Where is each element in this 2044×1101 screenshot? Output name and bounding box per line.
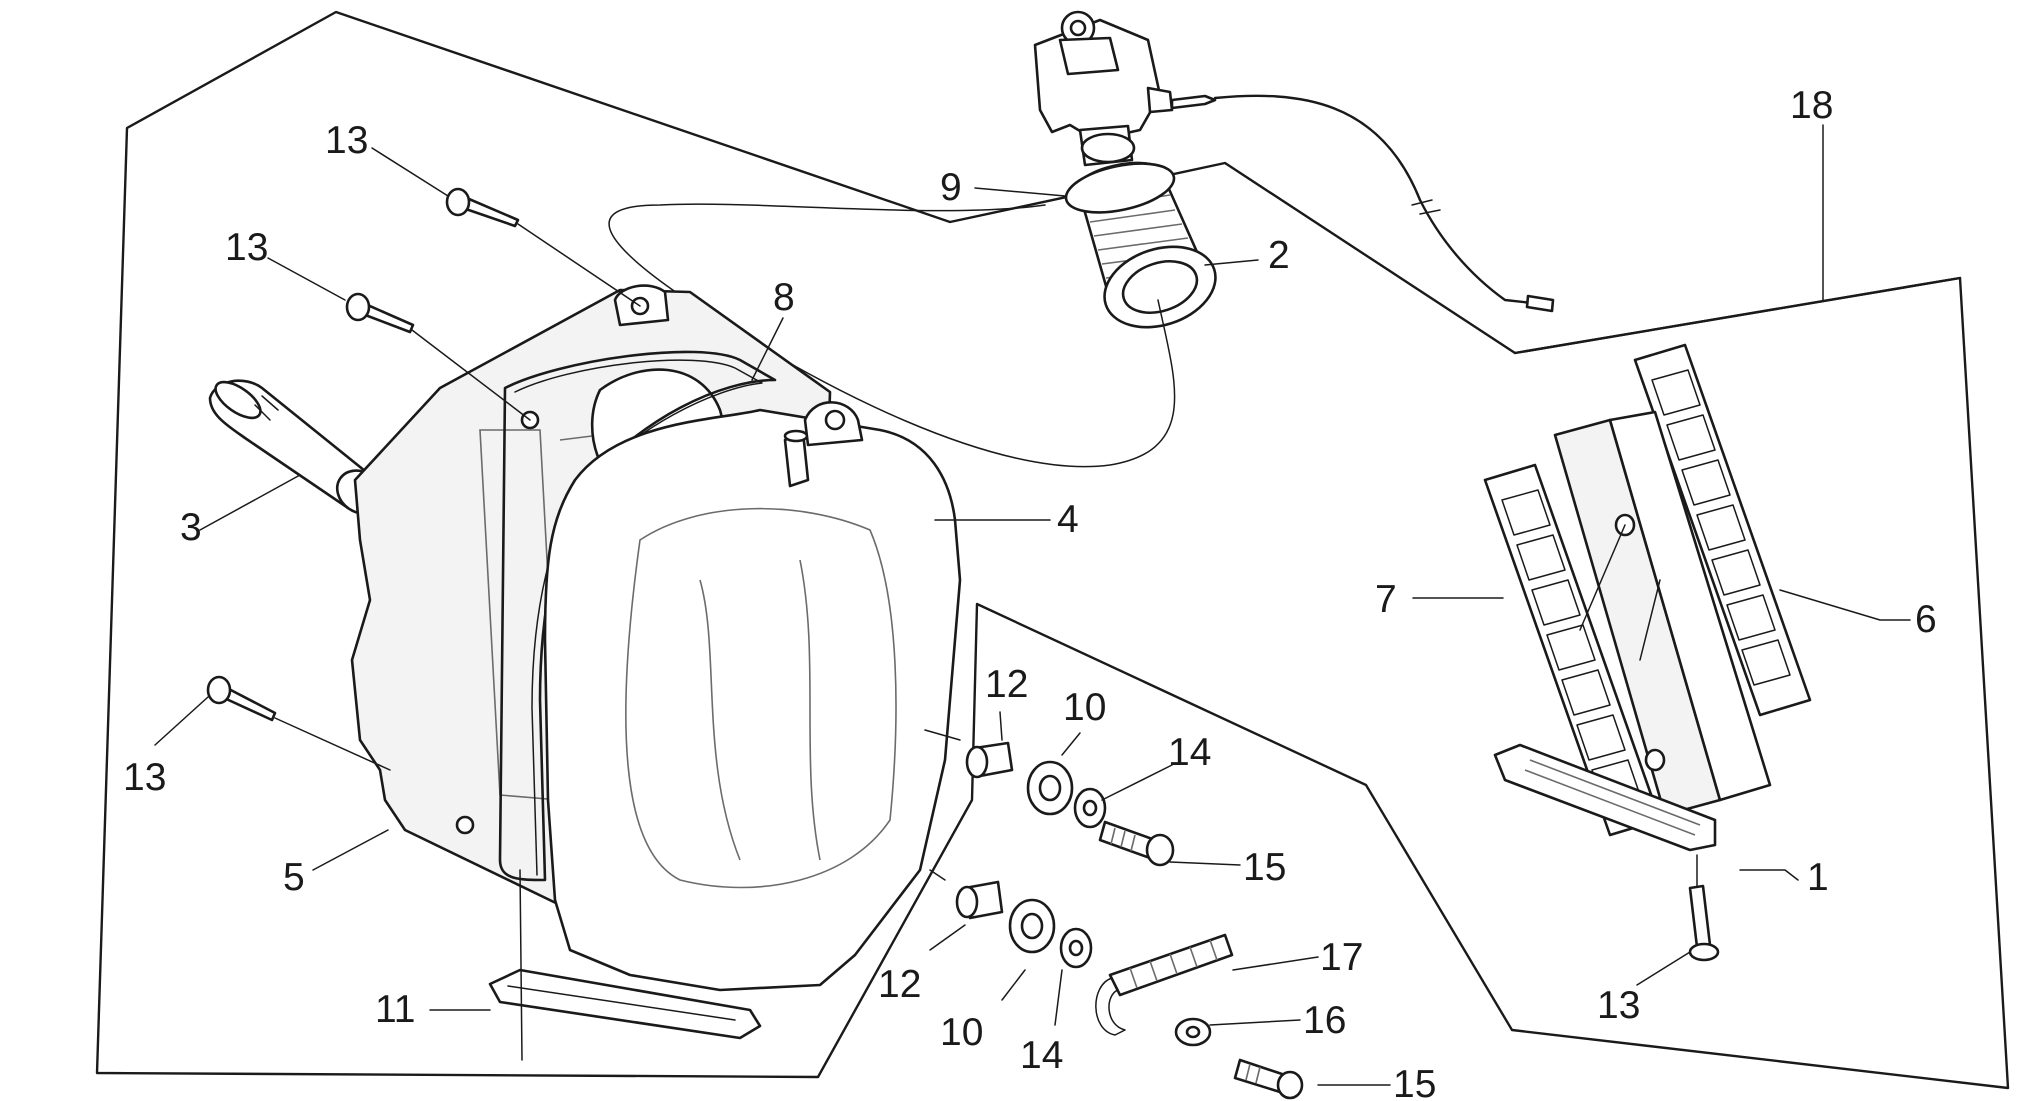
- part-6-filter-grid-rear: [1633, 343, 1812, 717]
- main-assembly-outline: [95, 10, 2010, 1090]
- part-17-spring-bracket: [1095, 933, 1234, 1036]
- callout-2: 2: [1268, 234, 1290, 277]
- callout-14-lower: 14: [1020, 1034, 1063, 1077]
- callout-8: 8: [773, 276, 795, 319]
- screw-13-filter: [1688, 884, 1720, 962]
- callout-3: 3: [180, 506, 202, 549]
- part-11-drain-plate: [488, 968, 762, 1040]
- callout-4: 4: [1057, 498, 1079, 541]
- part-12-bushing-upper: [965, 741, 1014, 779]
- callout-18: 18: [1790, 84, 1833, 127]
- callout-1: 1: [1807, 856, 1829, 899]
- part-4-airbox-cover: [543, 401, 962, 992]
- callout-6: 6: [1915, 598, 1937, 641]
- callout-7: 7: [1375, 578, 1397, 621]
- screw-13-lower: [206, 675, 277, 722]
- part-10-grommet-upper: [1026, 760, 1074, 816]
- screw-13-top: [445, 187, 520, 228]
- callout-13-lower: 13: [123, 756, 166, 799]
- part-16-washer: [1174, 1017, 1212, 1047]
- part-14-washer-lower: [1059, 927, 1093, 969]
- callout-13-middle: 13: [225, 226, 268, 269]
- callout-11: 11: [375, 988, 416, 1031]
- callout-16: 16: [1303, 999, 1346, 1042]
- callout-5: 5: [283, 856, 305, 899]
- filter-tray: [1493, 743, 1717, 852]
- callout-12-lower: 12: [878, 963, 921, 1006]
- carburetor: [1033, 10, 1217, 167]
- callout-12-upper: 12: [985, 663, 1028, 706]
- part-15-bolt-lower: [1233, 1058, 1304, 1100]
- callout-15-lower: 15: [1393, 1063, 1436, 1101]
- callout-9: 9: [940, 166, 962, 209]
- callout-13-top: 13: [325, 119, 368, 162]
- leader-lines: [154, 124, 1911, 1086]
- part-9-clamp: [1064, 162, 1176, 214]
- screw-13-middle: [345, 292, 415, 334]
- callout-14-upper: 14: [1168, 731, 1211, 774]
- group-outlines: [95, 10, 2010, 1090]
- callout-17: 17: [1320, 936, 1363, 979]
- part-14-washer-upper: [1073, 787, 1107, 829]
- callout-labels: 1 2 3 4 5 6 7 8 9 10 10 11 12 12 13 13 1…: [123, 84, 1937, 1101]
- throttle-cable: [1213, 94, 1552, 307]
- callout-15-upper: 15: [1243, 846, 1286, 889]
- callout-13-filter: 13: [1597, 984, 1640, 1027]
- filter-assembly-outline: [1513, 276, 1962, 355]
- part-12-bushing-lower: [955, 880, 1004, 920]
- part-1-filter-element: [1553, 410, 1772, 817]
- part-15-bolt-upper: [1098, 820, 1175, 867]
- callout-10-upper: 10: [1063, 686, 1106, 729]
- callout-10-lower: 10: [940, 1011, 983, 1054]
- part-10-grommet-lower: [1008, 898, 1056, 954]
